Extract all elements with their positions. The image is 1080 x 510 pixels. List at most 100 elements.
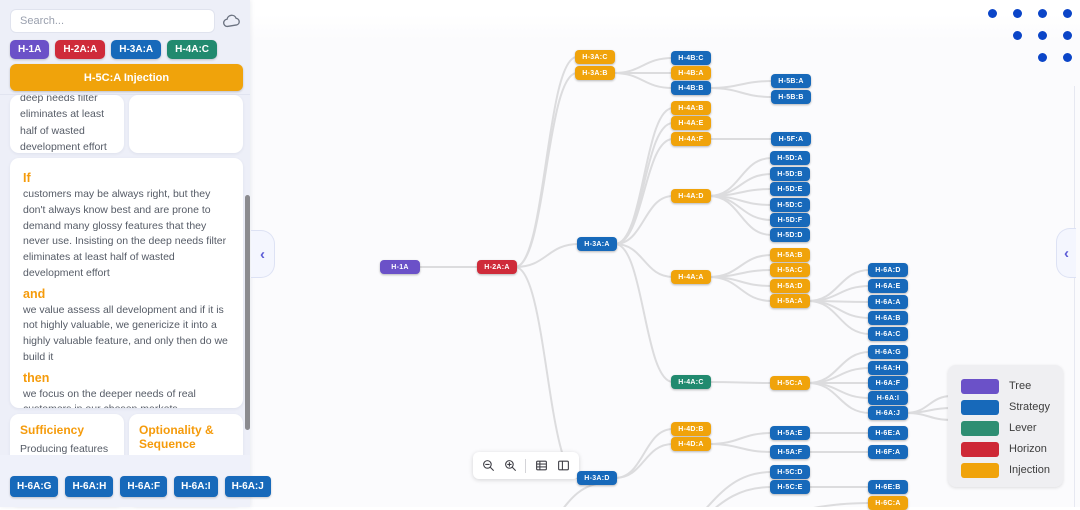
tree-node[interactable]: H-5C:D <box>770 465 810 479</box>
dot <box>1013 31 1022 40</box>
tree-node[interactable]: H-6E:B <box>868 480 908 494</box>
tag-chip[interactable]: H-3A:A <box>111 40 162 59</box>
horizon6-chip[interactable]: H-6A:H <box>65 476 114 497</box>
tree-node[interactable]: H-6E:A <box>868 426 908 440</box>
card-heading: Optionality & Sequence <box>139 423 214 452</box>
tree-node[interactable]: H-5D:E <box>770 182 810 196</box>
section-body: we focus on the deeper needs of real cus… <box>23 387 196 409</box>
expand-right-panel-button[interactable]: ‹ <box>1056 228 1076 278</box>
tree-node[interactable]: H-5A:A <box>770 294 810 308</box>
legend-swatch <box>961 441 999 457</box>
tree-node[interactable]: H-5D:C <box>770 198 810 212</box>
tree-node[interactable]: H-5A:B <box>770 248 810 262</box>
table-icon[interactable] <box>535 459 549 473</box>
tree-node[interactable]: H-5A:E <box>770 426 810 440</box>
legend-label: Horizon <box>1009 443 1047 455</box>
tree-node[interactable]: H-5A:D <box>770 279 810 293</box>
tag-chip[interactable]: H-1A <box>10 40 50 59</box>
dot <box>1063 53 1072 62</box>
tree-edge <box>708 269 773 278</box>
tree-edge <box>514 243 580 268</box>
horizon6-chip[interactable]: H-6A:J <box>224 476 271 497</box>
tree-edge <box>807 382 871 414</box>
tree-node[interactable]: H-6A:H <box>868 361 908 375</box>
tree-node[interactable]: H-4B:B <box>671 81 711 95</box>
tree-node[interactable]: H-2A:A <box>477 260 517 274</box>
tree-edge <box>612 72 674 89</box>
tree-edge <box>905 407 953 414</box>
tree-node[interactable]: H-4D:A <box>671 437 711 451</box>
tree-node[interactable]: H-4B:A <box>671 66 711 80</box>
tree-node[interactable]: H-3A:A <box>577 237 617 251</box>
tree-node[interactable]: H-4A:A <box>671 270 711 284</box>
tree-edge <box>807 300 871 319</box>
dot <box>1013 9 1022 18</box>
tree-node[interactable]: H-4A:C <box>671 375 711 389</box>
tree-node[interactable]: H-4A:D <box>671 189 711 203</box>
legend-swatch <box>961 420 999 436</box>
tree-edge <box>708 443 773 453</box>
card-text: deep needs filter eliminates at least ha… <box>20 95 107 153</box>
legend-row: Injection <box>961 462 1053 478</box>
dot <box>988 9 997 18</box>
tree-node[interactable]: H-6A:F <box>868 376 908 390</box>
horizon6-chip[interactable]: H-6A:G <box>10 476 59 497</box>
tree-node[interactable]: H-5C:A <box>770 376 810 390</box>
tree-node[interactable]: H-4B:C <box>671 51 711 65</box>
tree-node[interactable]: H-6A:I <box>868 391 908 405</box>
sidebar-scrollbar[interactable] <box>245 195 250 430</box>
tree-node[interactable]: H-6A:D <box>868 263 908 277</box>
tree-node[interactable]: H-5F:A <box>771 132 811 146</box>
tree-node[interactable]: H-6A:B <box>868 311 908 325</box>
tree-node[interactable]: H-5A:C <box>770 263 810 277</box>
tree-node[interactable]: H-5D:D <box>770 228 810 242</box>
tree-edge <box>708 87 774 98</box>
tree-node[interactable]: H-6C:A <box>868 496 908 510</box>
section-heading: and <box>23 286 46 301</box>
section-heading: If <box>23 171 31 185</box>
tree-node[interactable]: H-5A:F <box>770 445 810 459</box>
tree-edge <box>905 412 953 421</box>
tree-node[interactable]: H-5B:A <box>771 74 811 88</box>
tree-edge <box>708 276 773 302</box>
search-input[interactable] <box>10 9 215 33</box>
injection-button[interactable]: H-5C:A Injection <box>10 64 243 91</box>
collapse-sidebar-button[interactable]: ‹ <box>251 230 275 278</box>
tag-chip[interactable]: H-4A:C <box>167 40 218 59</box>
chevron-left-icon: ‹ <box>260 245 265 263</box>
tree-node[interactable]: H-5D:B <box>770 167 810 181</box>
tree-edge <box>514 56 578 268</box>
tree-edge <box>807 269 871 302</box>
tree-node[interactable]: H-6F:A <box>868 445 908 459</box>
tree-node[interactable]: H-5D:F <box>770 213 810 227</box>
tree-node[interactable]: H-4A:F <box>671 132 711 146</box>
tree-node[interactable]: H-4A:B <box>671 101 711 115</box>
dot <box>1038 31 1047 40</box>
tree-node[interactable]: H-5C:E <box>770 480 810 494</box>
tree-node[interactable]: H-3A:D <box>577 471 617 485</box>
tree-node[interactable]: H-6A:G <box>868 345 908 359</box>
tree-node[interactable]: H-6A:A <box>868 295 908 309</box>
dot <box>1063 9 1072 18</box>
horizon6-chip[interactable]: H-6A:F <box>120 476 168 497</box>
zoom-out-icon[interactable] <box>481 459 495 473</box>
tree-edge <box>813 502 871 507</box>
tree-node[interactable]: H-5B:B <box>771 90 811 104</box>
tree-canvas[interactable] <box>250 0 1080 507</box>
tree-node[interactable]: H-1A <box>380 260 420 274</box>
tree-node[interactable]: H-5D:A <box>770 151 810 165</box>
zoom-in-icon[interactable] <box>503 459 517 473</box>
tag-chip[interactable]: H-2A:A <box>55 40 106 59</box>
tree-node[interactable]: H-4A:E <box>671 116 711 130</box>
tree-node[interactable]: H-6A:J <box>868 406 908 420</box>
tree-node[interactable]: H-6A:E <box>868 279 908 293</box>
cloud-icon[interactable] <box>221 11 243 31</box>
tree-node[interactable]: H-6A:C <box>868 327 908 341</box>
columns-icon[interactable] <box>557 459 571 473</box>
horizon6-chip[interactable]: H-6A:I <box>174 476 218 497</box>
tree-node[interactable]: H-3A:B <box>575 66 615 80</box>
tree-node[interactable]: H-4D:B <box>671 422 711 436</box>
tree-node[interactable]: H-3A:C <box>575 50 615 64</box>
